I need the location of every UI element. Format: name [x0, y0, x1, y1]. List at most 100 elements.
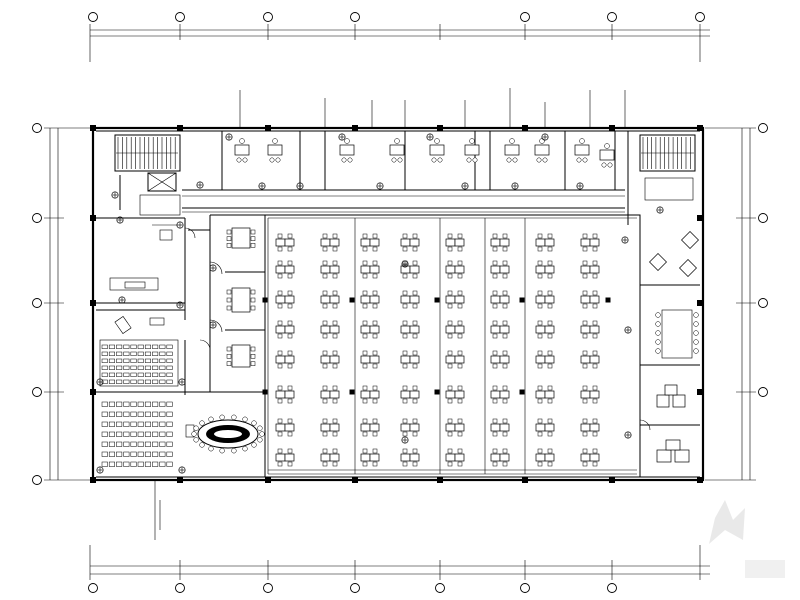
chair — [250, 243, 256, 248]
chair — [412, 461, 418, 467]
chair — [582, 320, 588, 326]
training-seat — [166, 411, 173, 417]
chair — [412, 260, 418, 266]
chair — [582, 273, 588, 279]
board-chair — [251, 420, 257, 426]
training-seat — [108, 379, 115, 384]
chair — [226, 243, 232, 248]
training-seat — [130, 372, 137, 377]
training-seat — [159, 351, 166, 356]
chair — [502, 461, 508, 467]
chair — [362, 418, 368, 424]
office-desk — [464, 144, 480, 156]
chair — [655, 321, 661, 327]
training-seat — [152, 411, 159, 417]
chair — [250, 289, 256, 295]
chair — [250, 305, 256, 311]
chair — [582, 448, 588, 454]
training-seat — [123, 344, 130, 349]
chair — [402, 333, 408, 339]
chair — [502, 350, 508, 356]
chair — [457, 290, 463, 296]
chair — [582, 418, 588, 424]
chair — [322, 233, 328, 239]
training-seat — [159, 379, 166, 384]
chair — [592, 260, 598, 266]
chair — [277, 290, 283, 296]
training-seat — [123, 461, 130, 467]
desk — [445, 355, 456, 364]
desk — [329, 453, 340, 462]
office-desk — [599, 149, 615, 161]
desk — [544, 238, 555, 247]
desk — [544, 453, 555, 462]
desk — [275, 390, 286, 399]
chair — [287, 461, 293, 467]
desk — [535, 355, 546, 364]
desk — [320, 238, 331, 247]
desk — [499, 423, 510, 432]
training-seat — [137, 461, 144, 467]
desk — [499, 295, 510, 304]
chair — [402, 303, 408, 309]
training-area-outline — [99, 339, 179, 387]
chair — [402, 418, 408, 424]
training-seat — [130, 401, 137, 407]
desk — [409, 295, 420, 304]
plant-icon-leaf — [196, 181, 204, 189]
chair — [412, 448, 418, 454]
office-chair — [397, 157, 403, 163]
chair — [582, 333, 588, 339]
chair — [447, 461, 453, 467]
chair — [277, 246, 283, 252]
chair — [547, 350, 553, 356]
training-seat — [166, 344, 173, 349]
training-seat — [144, 401, 151, 407]
chair — [537, 350, 543, 356]
chair — [457, 363, 463, 369]
chair — [277, 233, 283, 239]
chair — [655, 330, 661, 336]
chair — [287, 273, 293, 279]
office-column — [605, 297, 611, 303]
training-seat — [144, 411, 151, 417]
chair — [655, 312, 661, 318]
board-chair — [191, 431, 197, 437]
desk — [454, 423, 465, 432]
desk — [580, 355, 591, 364]
chair — [332, 448, 338, 454]
chair — [502, 398, 508, 404]
desk — [454, 295, 465, 304]
chair — [332, 418, 338, 424]
training-seat — [101, 421, 108, 427]
office-chair — [275, 157, 281, 163]
desk — [445, 453, 456, 462]
chair — [502, 290, 508, 296]
training-seat — [108, 365, 115, 370]
chair — [592, 273, 598, 279]
chair — [693, 348, 699, 354]
chair — [402, 385, 408, 391]
desk — [589, 355, 600, 364]
chair — [372, 273, 378, 279]
desk — [360, 390, 371, 399]
office-chair — [347, 157, 353, 163]
chair — [372, 333, 378, 339]
office-column — [349, 297, 355, 303]
chair — [362, 350, 368, 356]
training-seat — [159, 358, 166, 363]
training-seat — [101, 451, 108, 457]
training-seat — [159, 441, 166, 447]
training-seat — [137, 351, 144, 356]
desk — [454, 265, 465, 274]
chair — [362, 246, 368, 252]
training-seat — [116, 358, 123, 363]
plant-icon-leaf — [401, 436, 409, 444]
training-seat — [116, 461, 123, 467]
training-seat — [101, 365, 108, 370]
training-seat — [159, 372, 166, 377]
plant-icon-leaf — [656, 206, 664, 214]
office-desk — [234, 144, 250, 156]
chair — [412, 431, 418, 437]
